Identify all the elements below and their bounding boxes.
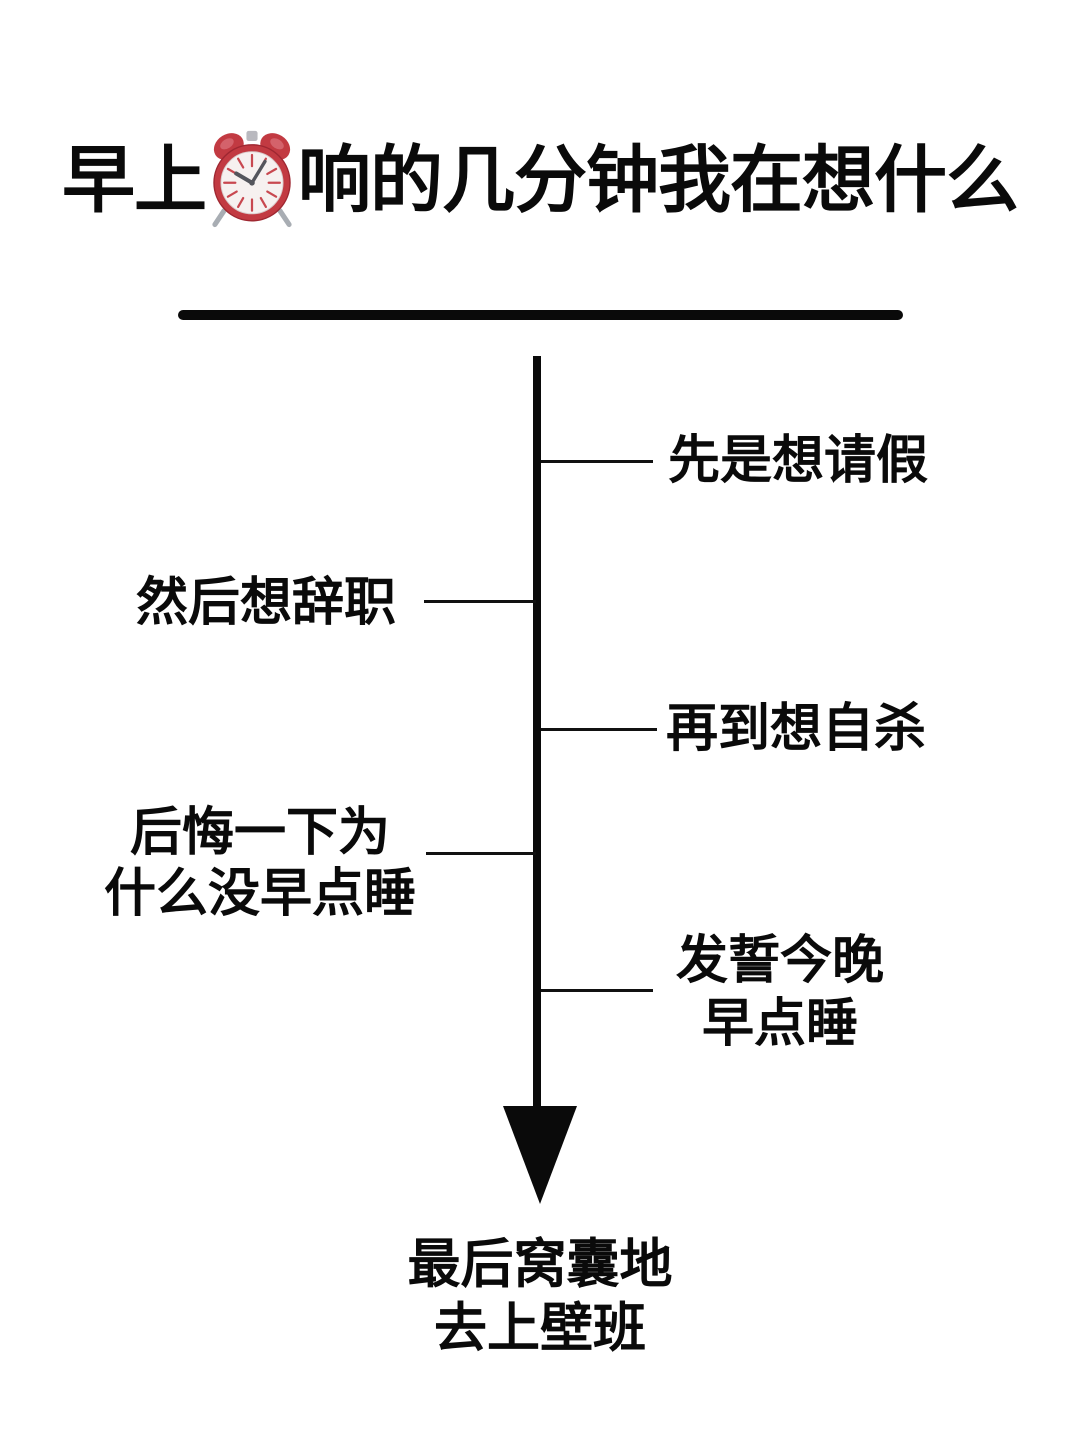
label-line: 后悔一下为: [129, 804, 390, 862]
ending-line: 最后窝囊地: [407, 1235, 673, 1294]
label-line: 再到想自杀: [666, 700, 927, 758]
connector-line-2: [424, 600, 536, 603]
label-line: 先是想请假: [668, 432, 929, 490]
timeline-item-label-3: 再到想自杀: [666, 699, 926, 759]
label-line: 什么没早点睡: [103, 865, 416, 923]
label-line: 发誓今晚: [675, 932, 884, 990]
alarm-clock-icon: [212, 130, 292, 228]
connector-line-1: [541, 460, 653, 463]
timeline-item-label-1: 先是想请假: [668, 431, 928, 491]
label-line: 早点睡: [701, 995, 858, 1053]
page-title: 早上: [0, 130, 1080, 230]
connector-line-3: [541, 728, 657, 731]
connector-line-5: [541, 989, 653, 992]
ending-caption: 最后窝囊地 去上壁班: [0, 1233, 1080, 1361]
label-line: 然后想辞职: [136, 574, 397, 632]
connector-line-4: [426, 852, 536, 855]
title-divider: [178, 310, 903, 320]
ending-line: 去上壁班: [434, 1299, 646, 1358]
title-text-before: 早上: [62, 139, 207, 221]
timeline-item-label-2: 然后想辞职: [136, 573, 396, 633]
arrow-down-icon: [503, 1106, 577, 1204]
timeline-item-label-5: 发誓今晚 早点睡: [645, 930, 915, 1056]
timeline-axis: [533, 356, 541, 1114]
title-text-after: 响的几分钟我在想什么: [298, 139, 1019, 221]
timeline-item-label-4: 后悔一下为 什么没早点睡: [85, 803, 435, 925]
